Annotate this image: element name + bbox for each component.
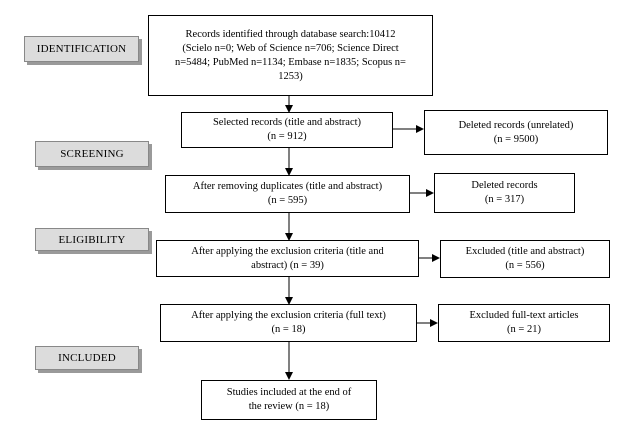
stage-included: INCLUDED (35, 346, 139, 370)
deleted-unrelated-line-2: (n = 9500) (493, 133, 539, 145)
selected-records-line-2: (n = 912) (267, 131, 307, 142)
exclusion-full-text-line-2: (n = 18) (271, 324, 306, 335)
excluded-full-text-line-1: Excluded full-text articles (469, 310, 579, 321)
exclusion-full-text-line-1: After applying the exclusion criteria (f… (191, 310, 386, 321)
records-identified-line-2: (Scielo n=0; Web of Science n=706; Scien… (182, 42, 399, 54)
selected-records-box: Selected records (title and abstract) (n… (181, 112, 393, 148)
after-duplicates-box: After removing duplicates (title and abs… (165, 175, 410, 213)
records-identified-line-1: Records identified through database sear… (185, 28, 396, 40)
after-duplicates-line-2: (n = 595) (267, 195, 308, 206)
excluded-title-abstract-box: Excluded (title and abstract) (n = 556) (440, 240, 610, 278)
excluded-title-abstract-line-2: (n = 556) (505, 260, 545, 271)
deleted-records-box: Deleted records (n = 317) (434, 173, 575, 213)
exclusion-title-abstract-line-2: abstract) (n = 39) (251, 259, 324, 271)
deleted-records-line-2: (n = 317) (484, 194, 525, 205)
exclusion-title-abstract-box: After applying the exclusion criteria (t… (156, 240, 419, 277)
excluded-full-text-line-2: (n = 21) (507, 324, 541, 335)
exclusion-title-abstract-line-1: After applying the exclusion criteria (t… (191, 245, 384, 257)
after-duplicates-line-1: After removing duplicates (title and abs… (192, 181, 383, 192)
deleted-unrelated-box: Deleted records (unrelated) (n = 9500) (424, 110, 608, 155)
studies-included-line-1: Studies included at the end of (226, 387, 352, 398)
records-identified-line-3: n=5484; PubMed n=1134; Embase n=1835; Sc… (175, 56, 406, 68)
selected-records-line-1: Selected records (title and abstract) (212, 117, 362, 128)
excluded-title-abstract-line-1: Excluded (title and abstract) (465, 246, 585, 257)
exclusion-full-text-box: After applying the exclusion criteria (f… (160, 304, 417, 342)
stage-identification: IDENTIFICATION (24, 36, 139, 62)
studies-included-box: Studies included at the end of the revie… (201, 380, 377, 420)
stage-screening: SCREENING (35, 141, 149, 167)
deleted-unrelated-line-1: Deleted records (unrelated) (458, 119, 574, 131)
records-identified-line-4: 1253) (278, 70, 303, 82)
stage-eligibility: ELIGIBILITY (35, 228, 149, 251)
records-identified-box: Records identified through database sear… (148, 15, 433, 96)
excluded-full-text-box: Excluded full-text articles (n = 21) (438, 304, 610, 342)
deleted-records-line-1: Deleted records (471, 180, 538, 191)
studies-included-line-2: the review (n = 18) (248, 401, 330, 412)
